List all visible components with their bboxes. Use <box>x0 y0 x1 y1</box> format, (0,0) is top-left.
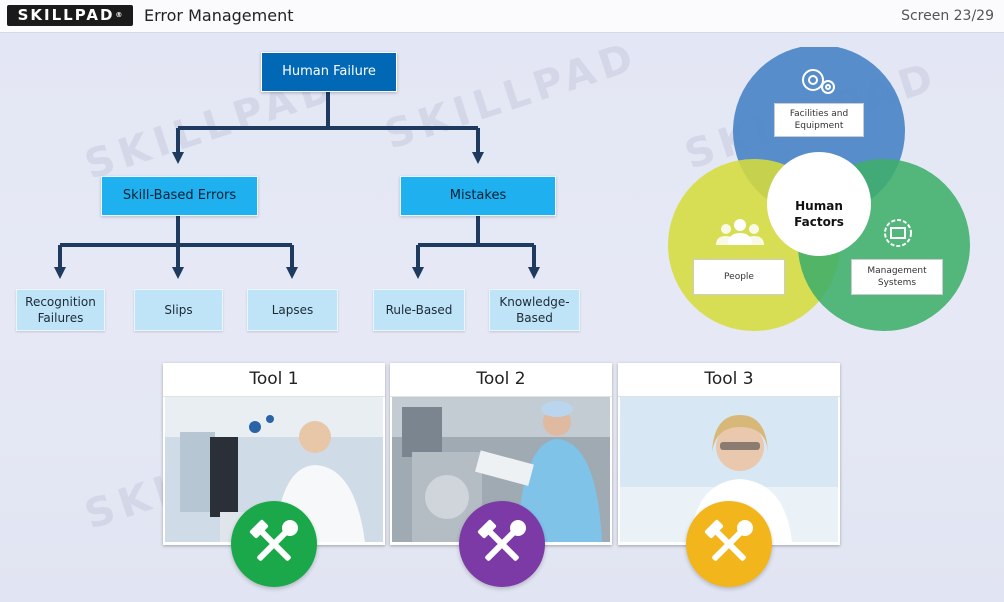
human-failure-box[interactable]: Human Failure <box>261 52 397 92</box>
tool-3-badge[interactable] <box>686 501 772 587</box>
tool-2-label[interactable]: Tool 2 <box>390 363 612 397</box>
mistakes-box[interactable]: Mistakes <box>400 176 556 216</box>
skill-based-errors-box[interactable]: Skill-Based Errors <box>101 176 258 216</box>
wrench-hammer-icon <box>704 519 753 561</box>
page-title: Error Management <box>144 6 294 25</box>
management-gear-icon <box>884 219 912 247</box>
people-icon <box>716 219 764 245</box>
tool-1-badge[interactable] <box>231 501 317 587</box>
content-stage: SKILLPAD SKILLPAD SKILLPAD SKILLPAD Huma… <box>0 33 1004 602</box>
screen-indicator: Screen 23/29 <box>901 8 994 24</box>
knowledge-based-box[interactable]: Knowledge-Based <box>489 289 580 331</box>
skillpad-logo: SKILLPAD® <box>7 5 133 26</box>
venn-center-label: Human Factors <box>794 199 844 229</box>
slips-box[interactable]: Slips <box>134 289 223 331</box>
people-label[interactable]: People <box>693 259 785 295</box>
wrench-hammer-icon <box>249 519 298 561</box>
lapses-box[interactable]: Lapses <box>247 289 338 331</box>
tool-1-label[interactable]: Tool 1 <box>163 363 385 397</box>
hierarchy-connectors <box>54 91 540 279</box>
management-systems-label[interactable]: Management Systems <box>851 259 943 295</box>
tool-3-label[interactable]: Tool 3 <box>618 363 840 397</box>
wrench-hammer-icon <box>477 519 526 561</box>
tool-2-badge[interactable] <box>459 501 545 587</box>
top-bar: SKILLPAD® Error Management Screen 23/29 <box>0 0 1004 33</box>
recognition-failures-box[interactable]: Recognition Failures <box>16 289 105 331</box>
gears-icon <box>802 69 835 94</box>
venn-center-circle <box>767 152 871 256</box>
rule-based-box[interactable]: Rule-Based <box>373 289 465 331</box>
facilities-equipment-label[interactable]: Facilities and Equipment <box>774 103 864 137</box>
